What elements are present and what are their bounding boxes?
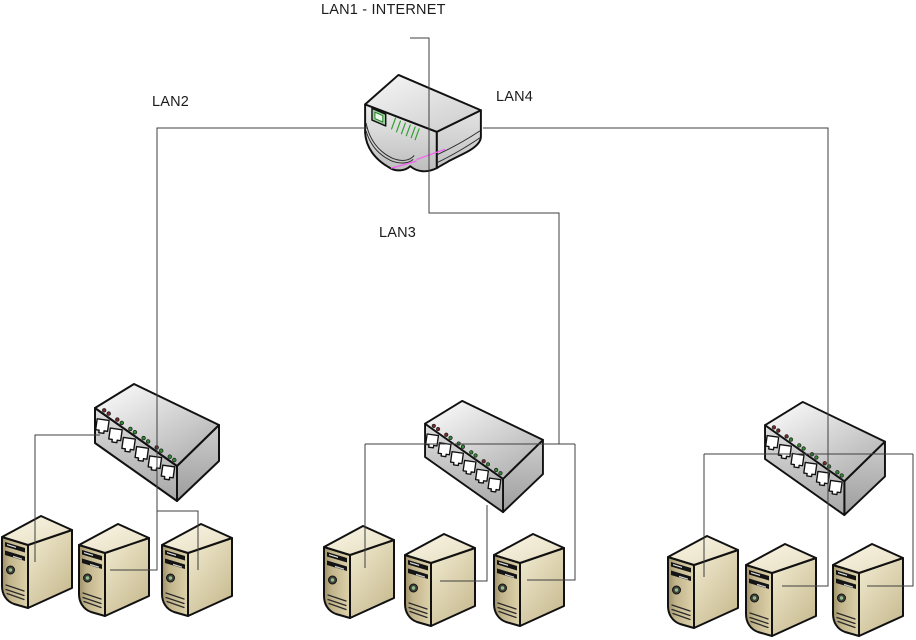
label-lan1-internet: LAN1 - INTERNET (321, 2, 446, 18)
switch-icon (94, 383, 220, 502)
server-icon (161, 523, 233, 617)
server-icon (832, 543, 904, 637)
server-lan3-3-node[interactable] (492, 532, 566, 628)
server-icon (667, 535, 739, 629)
router-icon (364, 73, 482, 173)
server-lan3-1-node[interactable] (322, 524, 396, 620)
label-lan4: LAN4 (496, 89, 534, 105)
label-lan3: LAN3 (379, 225, 417, 241)
server-lan4-1-node[interactable] (666, 534, 740, 630)
switch-lan2-node[interactable] (91, 382, 223, 504)
switch-icon (424, 399, 544, 514)
server-lan4-2-node[interactable] (744, 542, 818, 638)
switch-icon (764, 400, 886, 517)
server-lan4-3-node[interactable] (831, 542, 905, 638)
server-lan2-3-node[interactable] (160, 522, 234, 618)
server-icon (1, 515, 73, 609)
server-icon (78, 523, 150, 617)
server-icon (493, 533, 565, 627)
label-lan2: LAN2 (152, 94, 190, 110)
server-lan2-1-node[interactable] (0, 514, 74, 610)
router-node[interactable] (362, 72, 484, 176)
switch-lan4-node[interactable] (761, 400, 889, 518)
server-lan2-2-node[interactable] (77, 522, 151, 618)
server-icon (745, 543, 817, 637)
switch-lan3-node[interactable] (421, 399, 547, 515)
server-icon (404, 533, 476, 627)
server-icon (323, 525, 395, 619)
server-lan3-2-node[interactable] (403, 532, 477, 628)
